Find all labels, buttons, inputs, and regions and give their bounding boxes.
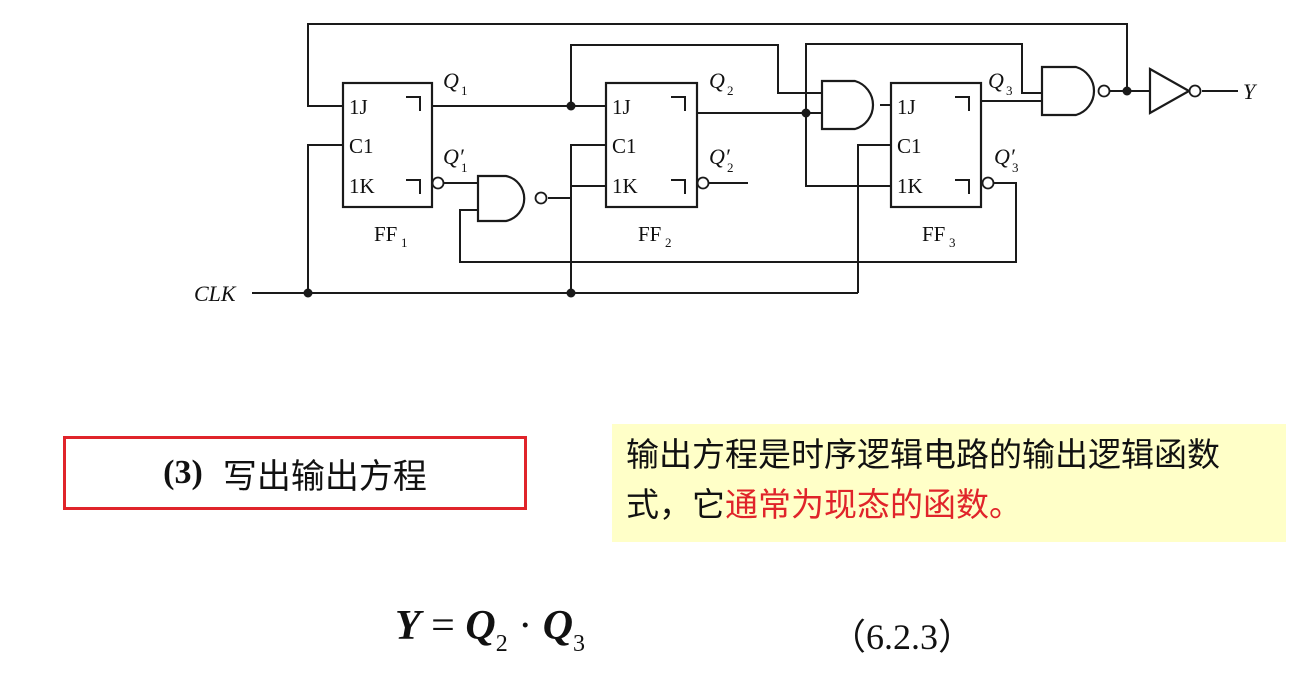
- ff3-j-pin: 1J: [897, 95, 916, 119]
- note-box: 输出方程是时序逻辑电路的输出逻辑函数式，它通常为现态的函数。: [612, 424, 1286, 542]
- ff1-q-label: Q: [443, 68, 459, 93]
- equation-term1-sub: 2: [495, 631, 508, 657]
- ff2-q-label: Q: [709, 68, 725, 93]
- ff3-name: FF: [922, 222, 945, 246]
- ff1-qn-sub: 1: [461, 160, 468, 175]
- ff1-qn-label: Q′: [443, 144, 465, 169]
- nand-gate-output: [1040, 65, 1111, 117]
- equation-term2-sub: 3: [573, 631, 586, 657]
- step-heading-box: (3) 写出输出方程: [63, 436, 527, 510]
- output-y-label: Y: [1243, 79, 1258, 104]
- ff3-name-sub: 3: [949, 235, 956, 250]
- ff2-q-sub: 2: [727, 83, 734, 98]
- ff3-c-pin: C1: [897, 134, 922, 158]
- flip-flop-ff1: 1J C1 1K Q 1 Q′ 1 FF 1: [341, 68, 468, 250]
- flip-flop-ff2: 1J C1 1K Q 2 Q′ 2 FF 2: [604, 68, 734, 250]
- ff3-qn-sub: 3: [1012, 160, 1019, 175]
- ff2-name-sub: 2: [665, 235, 672, 250]
- step-title: 写出输出方程: [222, 456, 427, 497]
- ff2-c-pin: C1: [612, 134, 637, 158]
- clock-label: CLK: [194, 281, 237, 306]
- ff3-qn-label: Q′: [994, 144, 1016, 169]
- ff1-name-sub: 1: [401, 235, 408, 250]
- junction-dots: [303, 86, 1132, 298]
- circuit-diagram: 1J C1 1K Q 1 Q′ 1 FF 1 1J C1 1K Q 2 Q′ 2…: [194, 23, 1258, 306]
- ff3-q-label: Q: [988, 68, 1004, 93]
- ff1-c-pin: C1: [349, 134, 374, 158]
- ff1-k-pin: 1K: [349, 174, 375, 198]
- step-number: (3): [163, 454, 203, 491]
- equation-term1: Q: [465, 603, 496, 649]
- ff3-k-pin: 1K: [897, 174, 923, 198]
- ff2-name: FF: [638, 222, 661, 246]
- note-highlight-text: 通常为现态的函数。: [725, 485, 1022, 524]
- ff1-name: FF: [374, 222, 397, 246]
- note-text: 输出方程是时序逻辑电路的输出逻辑函数式，它: [626, 435, 1220, 524]
- equation-number: （6.2.3）: [830, 617, 975, 657]
- ff2-qn-sub: 2: [727, 160, 734, 175]
- equation-term2: Q: [542, 603, 574, 649]
- flip-flop-ff3: 1J C1 1K Q 3 Q′ 3 FF 3: [889, 68, 1019, 250]
- equation-lhs: Y: [395, 603, 421, 649]
- ff2-k-pin: 1K: [612, 174, 638, 198]
- not-gate: [1148, 67, 1202, 115]
- output-equation: Y = Q2 · Q3: [395, 602, 585, 662]
- ff3-q-sub: 3: [1006, 83, 1013, 98]
- nand-gate-1: [476, 174, 548, 223]
- equation-equals: =: [431, 603, 455, 649]
- equation-dot: ·: [518, 603, 533, 649]
- ff1-q-sub: 1: [461, 83, 468, 98]
- and-gate: [820, 79, 875, 131]
- ff1-j-pin: 1J: [349, 95, 368, 119]
- ff2-j-pin: 1J: [612, 95, 631, 119]
- ff2-qn-label: Q′: [709, 144, 731, 169]
